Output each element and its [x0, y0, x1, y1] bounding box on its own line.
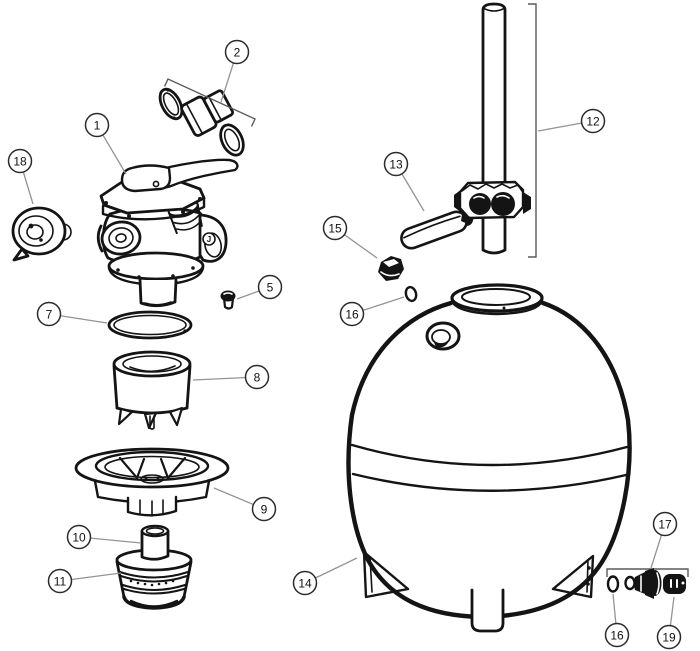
callout-circle [251, 496, 277, 522]
drain-plug-drawing [378, 256, 404, 281]
standpipe-lateral-assembly-drawing [400, 2, 537, 258]
drain-assembly-bracket-17 [606, 568, 689, 577]
callout-sight-glass: 18 [7, 148, 34, 205]
tank-foot-center [470, 588, 505, 633]
callout-number: 10 [72, 531, 86, 545]
callout-circle [66, 524, 92, 550]
callout-circle [292, 570, 318, 596]
callout-number: 16 [345, 308, 359, 322]
callout-circle [604, 622, 630, 648]
callout-lateral-tube: 13 [383, 151, 425, 212]
callout-number: 8 [254, 371, 261, 385]
tank-foot-left [362, 550, 410, 599]
callout-drain-fitting-assembly: 17 [650, 511, 678, 569]
callout-o-ring-small-drain: 16 [604, 593, 630, 648]
callout-standpipe-stub: 10 [66, 524, 142, 550]
callout-circle [244, 364, 270, 390]
callout-circle [580, 108, 606, 134]
callout-circle [84, 112, 110, 138]
callout-circle [383, 151, 409, 177]
callout-circle [339, 301, 365, 327]
callout-number: 19 [662, 631, 676, 645]
o-ring-small-drain-drawing [606, 575, 620, 593]
callout-number: 18 [13, 155, 27, 169]
callout-strainer-basket: 11 [47, 568, 122, 594]
callout-number: 11 [54, 575, 67, 589]
callout-circle [322, 215, 348, 241]
callout-circle [47, 568, 73, 594]
drain-cap-drawing [663, 574, 686, 594]
diffuser-cup-drawing [112, 350, 192, 430]
callout-number: 14 [298, 577, 312, 591]
callout-number: 7 [46, 308, 53, 322]
callout-circle [257, 274, 283, 300]
callout-diffuser-cup: 8 [192, 364, 270, 390]
callout-standpipe-lateral-assembly: 12 [537, 108, 606, 134]
callout-number: 15 [328, 222, 342, 236]
union-fitting-set-drawing [158, 78, 256, 157]
callout-circle [652, 511, 678, 537]
screw-drawing [220, 290, 236, 310]
callout-number: 13 [389, 158, 403, 172]
sight-glass-drawing [11, 206, 72, 262]
callout-upper-diffuser-plate: 9 [213, 487, 277, 522]
callout-drain-cap: 19 [656, 596, 682, 650]
callout-number: 2 [234, 46, 241, 60]
drain-fitting-drawing [624, 568, 662, 599]
callout-number: 9 [261, 503, 268, 517]
flange-o-ring-drawing [107, 310, 193, 340]
callout-multiport-valve: 1 [84, 112, 127, 175]
basket-perforations [129, 579, 175, 587]
callout-o-ring-small-top: 16 [339, 296, 405, 327]
multiport-valve-drawing: J [96, 158, 239, 308]
callout-number: 1 [94, 119, 101, 133]
callout-drain-plug: 15 [322, 215, 378, 259]
upper-diffuser-drawing [74, 447, 230, 517]
filter-tank-drawing [346, 283, 632, 633]
callout-flange-o-ring: 7 [36, 301, 108, 327]
callout-union-fitting-set: 2 [220, 39, 250, 103]
callout-circle [224, 39, 250, 65]
callout-number: 5 [267, 281, 274, 295]
callout-circle [7, 148, 33, 174]
callout-number: 17 [658, 518, 672, 532]
o-ring-small-top-drawing [404, 285, 418, 303]
assembly-bracket-12 [528, 3, 537, 258]
callout-circle [656, 624, 682, 650]
callout-filter-tank: 14 [292, 557, 358, 596]
standpipe-stub-drawing [140, 524, 170, 561]
valve-port-letter: J [207, 235, 211, 244]
drain-assembly-drawing [606, 568, 689, 599]
callout-screw: 5 [236, 274, 283, 300]
callout-number: 12 [586, 115, 600, 129]
callout-circle [36, 301, 62, 327]
callout-number: 16 [610, 629, 624, 643]
union-set-bracket [163, 78, 256, 127]
